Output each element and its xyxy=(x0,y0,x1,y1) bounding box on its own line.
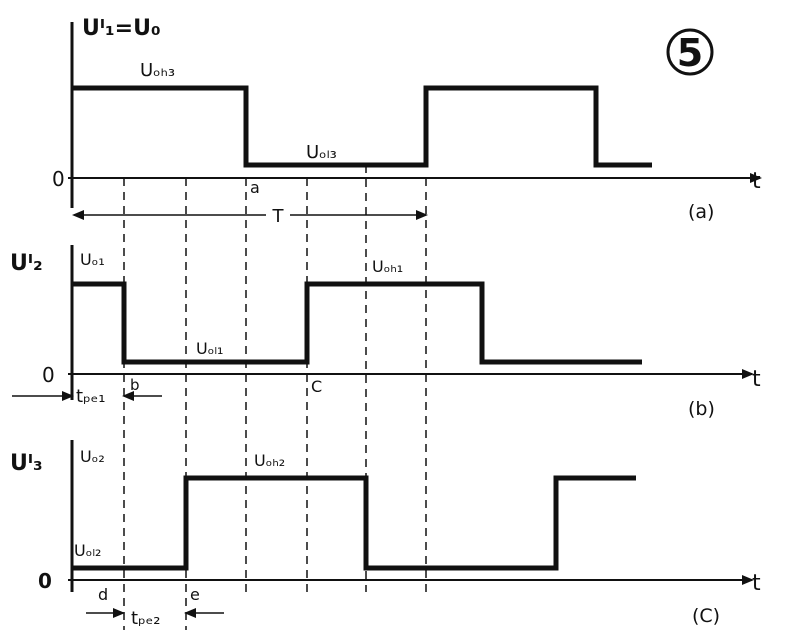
panel-c-level-start-label: Uₒ₂ xyxy=(80,447,105,466)
panel-b-waveform xyxy=(72,281,642,365)
panel-c-ylabel: Uᴵ₃ xyxy=(10,451,43,476)
panel-b-origin: 0 xyxy=(42,363,55,387)
panel-c-waveform xyxy=(72,475,636,571)
panel-a-tag: (a) xyxy=(688,201,714,223)
panel-c-origin: 0 xyxy=(38,569,52,593)
figure-number-badge: 5 xyxy=(666,28,714,76)
guide-lines xyxy=(123,165,427,630)
panel-b-tag: (b) xyxy=(688,398,715,420)
panel-b-level-start-label: Uₒ₁ xyxy=(80,250,105,269)
figure-number: 5 xyxy=(677,31,703,75)
panel-b-point-c: C xyxy=(311,377,322,396)
panel-b-ylabel: Uᴵ₂ xyxy=(10,251,43,276)
panel-a-t-label: t xyxy=(752,169,761,194)
panel-b-delay-label: tₚₑ₁ xyxy=(76,386,106,407)
panel-b-point-b: b xyxy=(130,376,140,394)
panel-c-point-e: e xyxy=(190,585,200,604)
panel-c-level-low-label: Uₒₗ₂ xyxy=(74,541,101,560)
panel-b-t-label: t xyxy=(752,367,761,392)
panel-c-point-d: d xyxy=(98,585,108,604)
panel-a-waveform xyxy=(72,85,652,168)
panel-b-level-high-label: Uₒₕ₁ xyxy=(372,257,403,276)
panel-a: Uᴵ₁=U₀ 0 t (a) Uₒₕ₃ Uₒₗ₃ a T xyxy=(52,16,762,227)
panel-b: Uᴵ₂ 0 t (b) Uₒ₁ Uₒₗ₁ Uₒₕ₁ b C tₚₑ₁ xyxy=(10,245,761,420)
panel-a-level-low-label: Uₒₗ₃ xyxy=(306,142,337,163)
panel-a-period-mask xyxy=(266,205,290,223)
panel-c: Uᴵ₃ 0 t (C) Uₒ₂ Uₒₗ₂ Uₒₕ₂ d e tₚₑ₂ xyxy=(10,440,761,629)
panel-b-level-low-label: Uₒₗ₁ xyxy=(196,339,223,358)
panel-c-delay-label: tₚₑ₂ xyxy=(131,608,161,629)
panel-a-point-a: a xyxy=(250,178,260,197)
panel-c-t-label: t xyxy=(752,571,761,596)
panel-a-origin: 0 xyxy=(52,167,65,191)
panel-a-period-label: T xyxy=(272,206,285,227)
panel-a-level-high-label: Uₒₕ₃ xyxy=(140,60,175,81)
panel-c-tag: (C) xyxy=(692,605,720,627)
panel-c-level-high-label: Uₒₕ₂ xyxy=(254,451,285,470)
panel-a-ylabel: Uᴵ₁=U₀ xyxy=(82,16,161,41)
